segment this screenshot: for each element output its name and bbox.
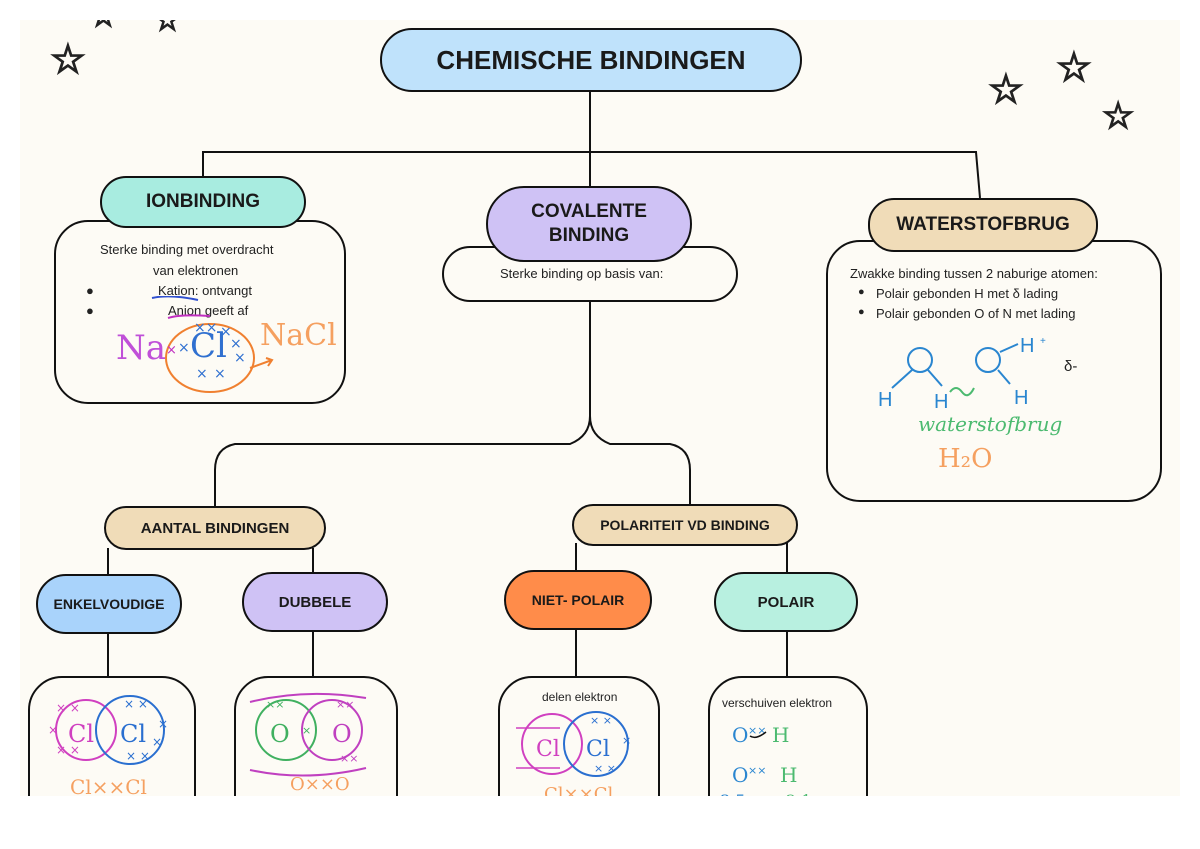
polair-label: POLAIR bbox=[714, 572, 858, 632]
waterstofbrug-sketch-caption: waterstofbrug bbox=[918, 412, 1063, 436]
nacl-sketch-result: NaCl bbox=[260, 318, 337, 353]
enkelvoudige-label: ENKELVOUDIGE bbox=[36, 574, 182, 634]
svg-text:O: O bbox=[270, 720, 290, 748]
delta-minus-symbol: δ- bbox=[1064, 358, 1078, 375]
svg-text:H: H bbox=[780, 763, 797, 787]
svg-text:×: × bbox=[214, 366, 226, 382]
waterstofbrug-label: WATERSTOFBRUG bbox=[868, 198, 1098, 252]
svg-text:H: H bbox=[934, 391, 948, 413]
svg-text:Cl: Cl bbox=[68, 720, 94, 748]
svg-text:Cl××Cl: Cl××Cl bbox=[70, 775, 147, 796]
star-icon: ☆ bbox=[1101, 95, 1135, 136]
bullet-icon: ● bbox=[86, 303, 94, 318]
svg-text:×: × bbox=[234, 350, 246, 366]
svg-text:H: H bbox=[1020, 338, 1034, 357]
mind-map-canvas: ☆ ☆ ☆ ☆ ☆ ☆ CHEMISCHE BINDINGEN IONBINDI… bbox=[20, 20, 1180, 796]
ionbinding-label: IONBINDING bbox=[100, 176, 306, 228]
polair-box: O ×× H O ×× H 3,5 2,1 bbox=[708, 676, 868, 796]
svg-text:H: H bbox=[772, 723, 789, 747]
dubbele-label: DUBBELE bbox=[242, 572, 388, 632]
waterstofbrug-item-h: Polair gebonden H met δ lading bbox=[876, 286, 1059, 301]
polariteit-label: POLARITEIT VD BINDING bbox=[572, 504, 798, 546]
svg-text:H: H bbox=[1014, 387, 1028, 409]
svg-text:×: × bbox=[196, 366, 208, 382]
waterstofbrug-item-o: Polair gebonden O of N met lading bbox=[876, 306, 1076, 321]
svg-text:×: × bbox=[166, 343, 177, 358]
svg-text:× ×: × × bbox=[594, 762, 616, 775]
svg-text:×: × bbox=[622, 734, 631, 747]
svg-text:××: ×× bbox=[266, 698, 284, 711]
svg-text:Cl: Cl bbox=[586, 737, 610, 762]
svg-text:×: × bbox=[178, 340, 190, 356]
svg-text:Cl: Cl bbox=[120, 720, 146, 748]
polair-desc: verschuiven elektron bbox=[722, 696, 833, 710]
svg-text:× ×: × × bbox=[126, 749, 150, 763]
svg-text:+: + bbox=[1040, 338, 1046, 347]
bullet-icon: ● bbox=[858, 286, 865, 298]
star-icon: ☆ bbox=[987, 68, 1024, 112]
svg-text:×: × bbox=[220, 324, 232, 340]
niet-polair-desc: delen elektron bbox=[542, 690, 618, 704]
covalent-label-line2: BINDING bbox=[548, 225, 630, 246]
svg-text:× ×: × × bbox=[56, 743, 80, 757]
waterstofbrug-desc: Zwakke binding tussen 2 naburige atomen: bbox=[850, 266, 1098, 281]
svg-text:Cl: Cl bbox=[536, 737, 560, 762]
svg-text:O: O bbox=[732, 723, 748, 747]
single-bond-sketch: × ××× × × ×××× × Cl Cl Cl××Cl bbox=[48, 695, 168, 796]
page-title: CHEMISCHE BINDINGEN bbox=[380, 28, 802, 92]
svg-text:O××O: O××O bbox=[290, 774, 350, 795]
aantal-bindingen-label: AANTAL BINDINGEN bbox=[104, 506, 326, 550]
nacl-sketch-na: Na bbox=[116, 328, 167, 368]
svg-text:2,1: 2,1 bbox=[786, 791, 811, 796]
ionbinding-desc-line2: van elektronen bbox=[153, 263, 239, 278]
svg-text:××: ×× bbox=[748, 764, 766, 777]
bullet-icon: ● bbox=[858, 306, 865, 318]
nonpolar-sketch: Cl Cl × × × × × Cl××Cl bbox=[516, 711, 631, 796]
nacl-sketch-cl: Cl bbox=[190, 326, 227, 366]
covalent-desc: Sterke binding op basis van: bbox=[500, 266, 664, 281]
svg-text:3,5: 3,5 bbox=[720, 791, 745, 796]
enkelvoudige-box: × ××× × × ×××× × Cl Cl Cl××Cl bbox=[28, 676, 196, 796]
niet-polair-label: NIET- POLAIR bbox=[504, 570, 652, 630]
svg-text:××: ×× bbox=[748, 724, 766, 737]
svg-text:××: ×× bbox=[336, 698, 354, 711]
water-formula: H₂O bbox=[938, 444, 993, 474]
svg-text:×: × bbox=[152, 735, 162, 749]
svg-text:× ×: × × bbox=[124, 697, 148, 711]
ionbinding-item-anion: Anion geeft af bbox=[168, 303, 249, 318]
nacl-sketch-drawing: ×× ×× ×××× × bbox=[151, 296, 274, 393]
polar-sketch: O ×× H O ×× H 3,5 2,1 bbox=[720, 723, 811, 796]
svg-text:O: O bbox=[732, 763, 748, 787]
svg-text:×: × bbox=[48, 723, 58, 737]
covalent-label-line1: COVALENTE bbox=[531, 201, 647, 222]
svg-text:××: ×× bbox=[340, 752, 358, 765]
star-icon: ☆ bbox=[89, 20, 118, 32]
niet-polair-box: Cl Cl × × × × × Cl××Cl bbox=[498, 676, 660, 796]
svg-text:××: ×× bbox=[194, 320, 217, 336]
svg-text:×: × bbox=[230, 336, 242, 352]
svg-text:H: H bbox=[878, 389, 892, 411]
water-molecule-sketch: H H H H + bbox=[878, 338, 1046, 413]
star-icon: ☆ bbox=[49, 38, 86, 82]
star-icon: ☆ bbox=[153, 20, 182, 37]
ionbinding-item-kation: Kation: ontvangt bbox=[158, 283, 252, 298]
ionbinding-desc-line1: Sterke binding met overdracht bbox=[100, 242, 274, 257]
covalent-label: COVALENTE BINDING bbox=[486, 186, 692, 262]
svg-text:×: × bbox=[158, 717, 168, 731]
svg-text:Cl××Cl: Cl××Cl bbox=[544, 784, 613, 796]
dubbele-box: O O ××× ×××× O××O bbox=[234, 676, 398, 796]
svg-text:×: × bbox=[302, 724, 311, 737]
ionbinding-box bbox=[54, 220, 346, 404]
star-icon: ☆ bbox=[1055, 46, 1092, 90]
svg-text:× ×: × × bbox=[590, 714, 612, 727]
bullet-icon: ● bbox=[86, 283, 94, 298]
svg-text:O: O bbox=[332, 720, 352, 748]
svg-text:× ×: × × bbox=[56, 701, 80, 715]
double-bond-sketch: O O ××× ×××× O××O bbox=[249, 692, 367, 795]
